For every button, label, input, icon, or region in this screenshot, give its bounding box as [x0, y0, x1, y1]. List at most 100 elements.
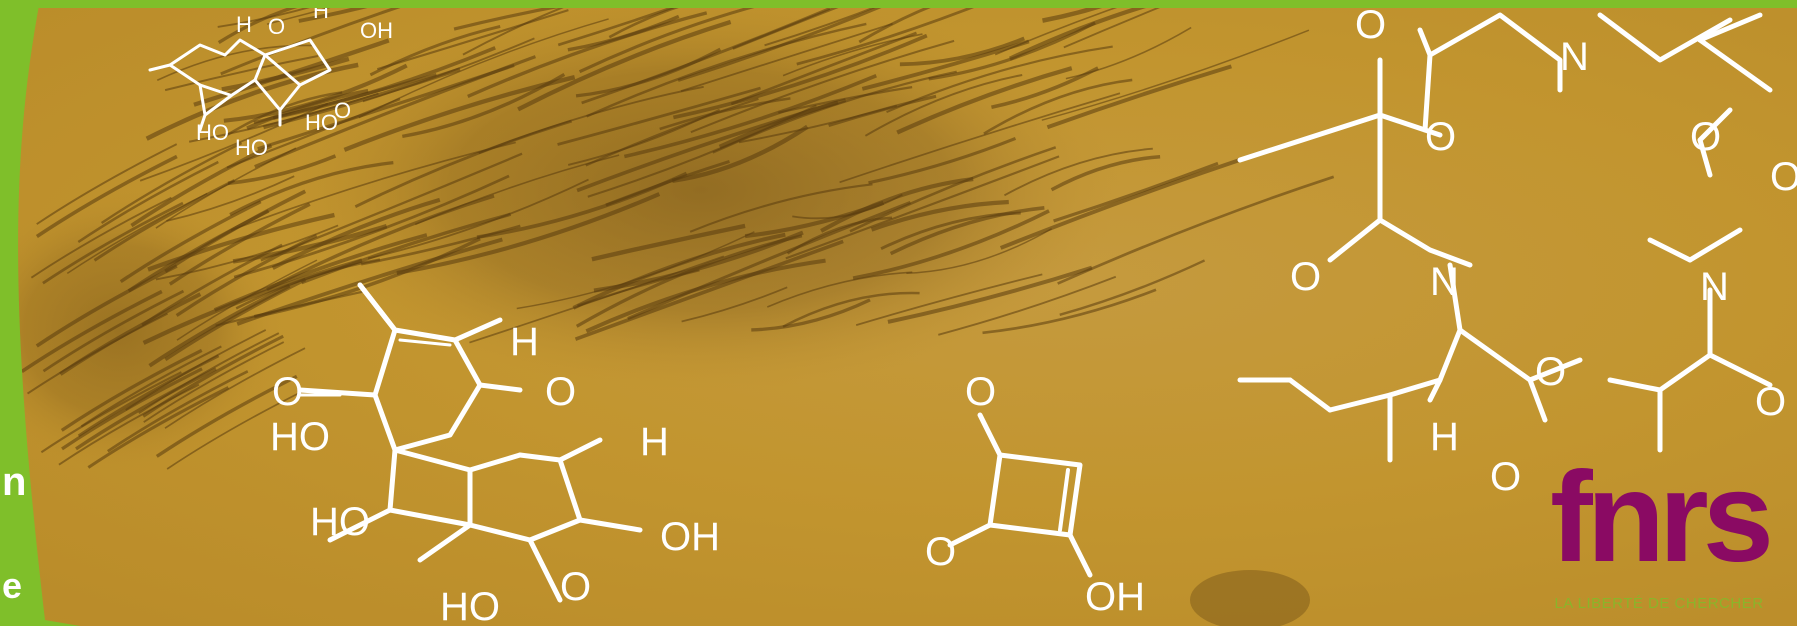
filament-stroke: [578, 0, 773, 74]
filament-stroke: [59, 292, 202, 376]
filament-stroke: [766, 271, 913, 308]
filament-stroke: [142, 258, 363, 345]
filament-stroke: [217, 0, 331, 44]
filament-stroke: [689, 183, 873, 233]
filament-stroke: [764, 0, 897, 47]
filament-stroke: [148, 284, 291, 368]
filament-stroke: [396, 192, 661, 276]
filament-stroke: [75, 367, 217, 451]
filament-stroke: [40, 371, 182, 454]
filament-stroke: [476, 171, 688, 240]
filament-stroke: [229, 160, 394, 217]
left-panel-text-2: e: [2, 565, 23, 606]
filament-stroke: [557, 86, 761, 146]
filament-stroke: [106, 370, 249, 453]
filament-stroke: [166, 175, 295, 222]
filament-stroke: [896, 66, 1073, 135]
fnrs-logo-wordmark: fnrs: [1550, 446, 1774, 589]
filament-stroke: [1053, 161, 1219, 223]
filament-stroke: [166, 388, 308, 470]
filament-stroke: [42, 201, 184, 285]
fnrs-logo[interactable]: fnrs LA LIBERTÉ DE CHERCHER: [1539, 448, 1779, 616]
filament-stroke: [899, 36, 1025, 67]
filament-stroke: [730, 31, 917, 106]
filament-stroke: [298, 0, 399, 23]
fnrs-logo-tagline: LA LIBERTÉ DE CHERCHER: [1554, 595, 1764, 612]
filament-stroke: [414, 154, 620, 226]
filament-stroke: [30, 196, 172, 279]
filament-stroke: [839, 92, 1121, 184]
filament-stroke: [557, 0, 699, 47]
filament-stroke: [20, 289, 163, 373]
filament-stroke: [164, 347, 306, 429]
filament-stroke: [272, 46, 496, 120]
filament-stroke: [36, 143, 178, 225]
filament-stroke: [906, 228, 1053, 275]
filament-stroke: [119, 200, 262, 284]
filament-stroke: [266, 0, 359, 25]
filament-stroke: [861, 39, 1030, 91]
filament-stroke: [66, 192, 208, 275]
filament-stroke: [1046, 64, 1232, 130]
filament-stroke: [1003, 147, 1153, 197]
filament-stroke: [93, 179, 236, 262]
filament-stroke: [233, 174, 510, 279]
filament-stroke: [139, 102, 329, 182]
filament-stroke: [235, 258, 381, 310]
filament-stroke: [176, 259, 318, 341]
filament-stroke: [982, 288, 1157, 335]
filament-stroke: [230, 141, 516, 231]
filament-stroke: [60, 348, 203, 432]
filament-stroke: [100, 141, 243, 225]
filament-stroke: [983, 78, 1133, 135]
filament-stroke: [870, 199, 1009, 232]
filament-stroke: [868, 137, 1017, 185]
filament-stroke: [880, 211, 1021, 251]
filament-stroke: [58, 383, 200, 466]
filament-stroke: [77, 354, 220, 438]
left-green-panel: n e: [0, 0, 80, 626]
filament-stroke: [575, 234, 803, 328]
filament-stroke: [271, 197, 441, 270]
filament-stroke: [155, 374, 298, 458]
filament-stroke: [889, 206, 1045, 256]
filament-stroke: [35, 154, 178, 238]
filament-stroke: [257, 63, 515, 151]
filament-stroke: [1009, 0, 1175, 61]
filament-stroke: [1041, 29, 1310, 121]
filament-stroke: [586, 22, 867, 118]
filament-stroke: [141, 243, 283, 327]
filament-stroke: [246, 88, 369, 131]
filament-stroke: [751, 298, 871, 332]
filament-stroke: [938, 275, 1117, 336]
filament-stroke: [785, 155, 1060, 260]
filament-stroke: [623, 73, 877, 159]
top-accent-bar: [0, 0, 1797, 8]
filament-stroke: [232, 224, 388, 264]
filament-stroke: [677, 0, 901, 82]
filament-stroke: [681, 286, 788, 323]
filament-stroke: [680, 22, 893, 92]
filament-stroke: [575, 47, 722, 98]
filament-stroke: [585, 97, 759, 167]
filament-stroke: [886, 45, 1113, 114]
filament-stroke: [80, 345, 222, 428]
filament-stroke: [591, 223, 746, 262]
filament-stroke: [168, 202, 311, 286]
filament-stroke: [1050, 154, 1161, 192]
filament-stroke: [130, 143, 273, 228]
filament-stroke: [672, 33, 928, 120]
filament-stroke: [855, 273, 1043, 326]
filament-stroke: [367, 178, 589, 260]
left-panel-text-1: n: [2, 460, 27, 504]
filament-stroke: [1063, 0, 1180, 49]
filament-stroke: [1057, 175, 1335, 285]
filament-stroke: [627, 201, 911, 321]
filament-stroke: [1042, 0, 1127, 23]
filament-stroke: [164, 189, 307, 273]
filament-stroke: [42, 289, 185, 373]
filament-stroke: [999, 149, 1266, 250]
filament-stroke: [362, 37, 535, 103]
